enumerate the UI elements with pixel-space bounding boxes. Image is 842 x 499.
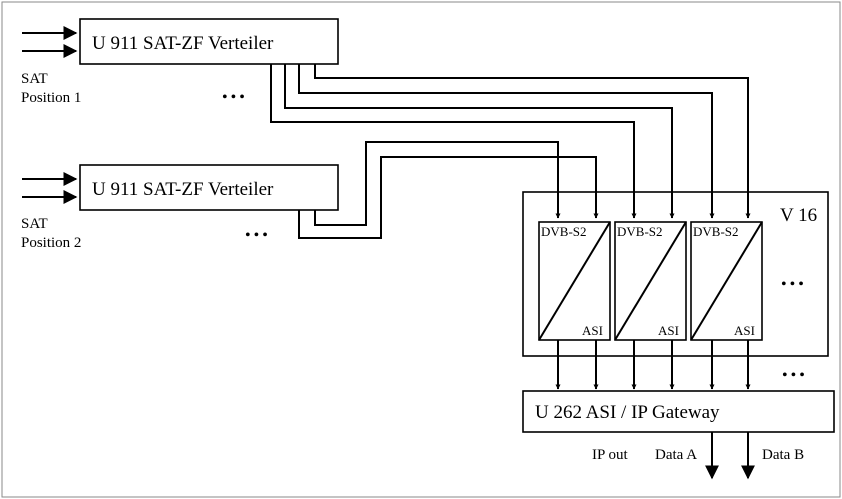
dvb-module-3: DVB-S2 ASI [690, 221, 763, 341]
dvb-module-3-bottom-label: ASI [734, 323, 755, 338]
dvb-module-1-bottom-label: ASI [582, 323, 603, 338]
cable-d2-out1 [314, 141, 561, 226]
sat-2-label: SAT [21, 216, 48, 232]
dvb-module-3-diagonal [690, 221, 763, 341]
distributor-2-label: U 911 SAT-ZF Verteiler [92, 179, 274, 200]
distributor-2: U 911 SAT-ZF Verteiler SAT Position 2 ••… [21, 164, 339, 251]
dvb-module-2-bottom-label: ASI [658, 323, 679, 338]
dvb-module-2-top-label: DVB-S2 [617, 224, 663, 239]
distributor-1: U 911 SAT-ZF Verteiler SAT Position 1 ••… [21, 18, 339, 106]
dvb-module-1-diagonal [538, 221, 611, 341]
cable-d1-out1 [314, 64, 751, 219]
dvb-module-2: DVB-S2 ASI [614, 221, 687, 341]
v16-label: V 16 [780, 205, 817, 226]
position-2-label: Position 2 [21, 235, 81, 251]
dvb-module-1-top-label: DVB-S2 [541, 224, 587, 239]
distributor-1-label: U 911 SAT-ZF Verteiler [92, 33, 274, 54]
distributor-2-ellipsis: ••• [245, 227, 271, 244]
output-a-label: Data A [655, 447, 697, 463]
cable-d1-out4 [270, 64, 637, 219]
cable-d1-out3 [284, 64, 675, 219]
dvb-module-1: DVB-S2 ASI [538, 221, 611, 341]
cable-d1-out2 [298, 64, 715, 219]
gateway-label: U 262 ASI / IP Gateway [535, 402, 720, 423]
dvb-module-2-diagonal [614, 221, 687, 341]
gateway-box [522, 390, 835, 433]
v16-ellipsis: ••• [781, 276, 807, 293]
distributor-1-ellipsis: ••• [222, 89, 248, 106]
gateway-input-ellipsis: ••• [782, 367, 808, 384]
cable-d2-out2 [298, 156, 599, 239]
dvb-module-3-top-label: DVB-S2 [693, 224, 739, 239]
sat-1-label: SAT [21, 71, 48, 87]
output-b-label: Data B [762, 447, 804, 463]
position-1-label: Position 1 [21, 90, 81, 106]
ip-out-label: IP out [592, 447, 629, 463]
distributor-2-box [79, 164, 339, 211]
distributor-1-box [79, 18, 339, 65]
